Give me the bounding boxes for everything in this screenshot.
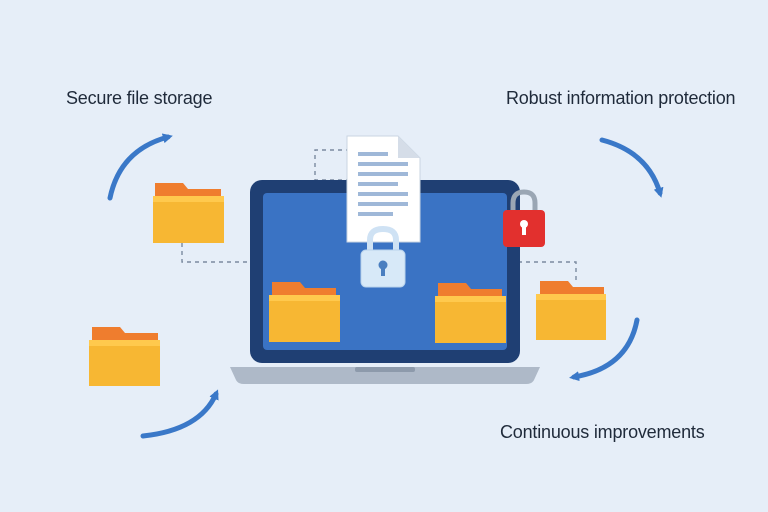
curved-arrow-icon	[107, 133, 173, 201]
folder-icon	[153, 183, 224, 243]
label-robust-information-protection: Robust information protection	[506, 88, 736, 108]
curved-arrow-icon	[599, 137, 664, 198]
folder-icon	[89, 327, 160, 386]
curved-arrow-icon	[569, 317, 640, 382]
folder-icon	[269, 282, 340, 342]
label-secure-file-storage: Secure file storage	[66, 88, 213, 108]
red-padlock-icon	[503, 189, 545, 247]
document-icon	[346, 135, 421, 243]
padlock-icon	[360, 225, 406, 288]
curved-arrow-icon	[140, 389, 219, 439]
label-continuous-improvements: Continuous improvements	[500, 422, 705, 442]
folder-icon	[536, 281, 606, 340]
folder-icon	[435, 283, 506, 343]
